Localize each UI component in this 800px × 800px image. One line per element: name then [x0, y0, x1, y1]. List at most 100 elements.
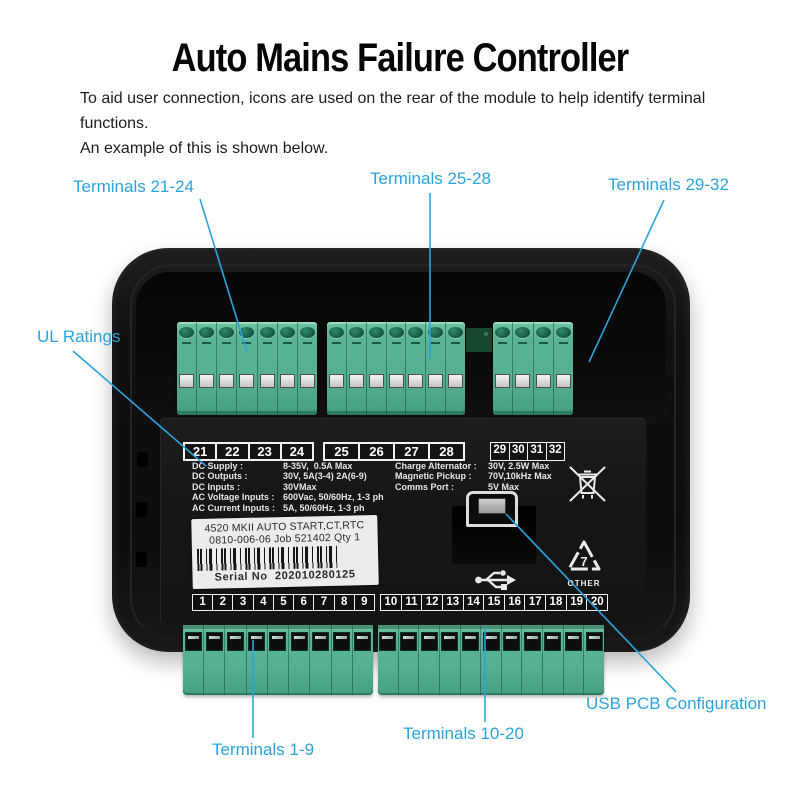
contact-window — [205, 632, 223, 651]
terminal-number-18: 18 — [545, 595, 566, 610]
terminal-number-5: 5 — [272, 595, 293, 610]
screw-head — [239, 327, 255, 338]
terminal-pin — [327, 322, 347, 415]
wire-slot — [411, 342, 421, 344]
wire-slot — [182, 342, 192, 344]
screw-head — [388, 327, 404, 338]
spec-value: 5A, 50/60Hz, 1-3 ph — [283, 502, 365, 513]
callout-terminals-21-24: Terminals 21-24 — [73, 177, 194, 196]
intro-line: To aid user connection, icons are used o… — [80, 90, 706, 107]
terminal-number-6: 6 — [293, 595, 313, 610]
wire-slot — [391, 342, 401, 344]
terminal-pin — [522, 625, 544, 695]
terminal-number-19: 19 — [565, 595, 587, 610]
terminal-pin — [513, 322, 534, 415]
wire-slot — [302, 342, 312, 344]
terminal-number-8: 8 — [333, 595, 354, 610]
spec-value: 70V,10kHz Max — [488, 471, 552, 482]
contact-window — [259, 374, 275, 388]
terminal-pin — [564, 625, 585, 695]
contact-window — [399, 632, 417, 651]
terminal-pin — [406, 322, 427, 415]
spec-label: DC Supply : — [192, 461, 243, 471]
terminal-number-3: 3 — [232, 595, 252, 610]
contact-window — [515, 374, 531, 388]
contact-window — [503, 632, 521, 651]
screw-head — [368, 327, 384, 338]
spec-value: 30VMax — [283, 481, 317, 492]
contact-window — [428, 374, 444, 388]
terminal-pin — [367, 322, 387, 415]
terminal-pin — [225, 625, 247, 695]
spec-value: 30V, 2.5W Max — [488, 461, 550, 471]
spec-label: AC Voltage Inputs : — [192, 492, 275, 503]
terminal-pin — [387, 322, 407, 415]
terminal-pin — [237, 322, 258, 415]
spec-row: DC Inputs :30VMax — [192, 482, 397, 492]
terminal-number-31: 31 — [527, 443, 546, 460]
callout-terminals-1-9: Terminals 1-9 — [212, 740, 315, 759]
spec-row: Magnetic Pickup :70V,10kHz Max — [395, 471, 595, 481]
terminal-pin — [534, 322, 554, 415]
contact-window — [333, 632, 351, 651]
weee-crossed-bin-icon — [569, 466, 606, 502]
wire-slot — [351, 342, 361, 344]
terminal-pin — [378, 625, 399, 695]
product-serial-label: 4520 MKII AUTO START,CT,RTC 0810-006-06 … — [191, 514, 379, 590]
contact-window — [523, 632, 541, 651]
callout-usb-pcb-configuration: USB PCB Configuration — [586, 694, 767, 713]
wire-slot — [498, 342, 508, 344]
terminal-number-10: 10 — [384, 596, 398, 608]
terminal-pin — [446, 322, 465, 415]
contact-window — [585, 632, 603, 651]
terminal-number-17: 17 — [524, 595, 545, 610]
terminal-pin — [289, 625, 311, 695]
contact-window — [544, 632, 562, 651]
contact-window — [328, 374, 344, 388]
barcode — [196, 545, 338, 571]
spec-label: Comms Port : — [395, 481, 455, 492]
contact-window — [219, 374, 235, 388]
screw-head — [535, 327, 551, 338]
terminal-number-7: 7 — [313, 595, 333, 610]
wire-slot — [538, 342, 548, 344]
terminal-pin — [204, 625, 226, 695]
spec-label: AC Current Inputs : — [192, 502, 275, 513]
recycle-material-text: OTHER — [567, 579, 601, 588]
terminal-number-2: 2 — [212, 595, 232, 610]
spec-row: Comms Port :5V Max — [395, 482, 595, 492]
terminal-number-24: 24 — [279, 444, 312, 459]
spec-row: AC Current Inputs : 5A, 50/60Hz, 1-3 ph — [192, 503, 397, 513]
contact-window — [279, 374, 295, 388]
svg-text:7: 7 — [580, 554, 587, 569]
wire-slot — [431, 342, 441, 344]
wire-slot — [222, 342, 232, 344]
terminal-pin — [543, 625, 564, 695]
contact-window — [441, 632, 459, 651]
contact-window — [420, 632, 438, 651]
terminal-number-28: 28 — [428, 444, 463, 459]
terminal-number-20: 20 — [586, 595, 607, 610]
terminal-number-12: 12 — [421, 595, 442, 610]
terminal-pin — [502, 625, 523, 695]
terminal-number-21: 21 — [192, 444, 208, 459]
terminal-pin — [353, 625, 373, 695]
screw-head — [448, 327, 464, 338]
terminal-number-14: 14 — [462, 595, 484, 610]
terminal-pin — [440, 625, 461, 695]
terminal-block-29-32 — [493, 322, 573, 415]
usb-b-port — [466, 491, 518, 527]
terminal-block-25-28 — [327, 322, 465, 415]
terminal-pin — [197, 322, 218, 415]
callout-ul-ratings: UL Ratings — [37, 327, 121, 346]
terminal-number-1: 1 — [199, 596, 206, 608]
terminal-number-4: 4 — [252, 595, 273, 610]
contact-window — [179, 374, 195, 388]
contact-window — [348, 374, 364, 388]
terminal-pin — [298, 322, 317, 415]
terminal-number-22: 22 — [215, 444, 247, 459]
spec-value: 30V, 5A(3-4) 2A(6-9) — [283, 471, 367, 482]
terminal-block-10-20 — [378, 625, 604, 695]
